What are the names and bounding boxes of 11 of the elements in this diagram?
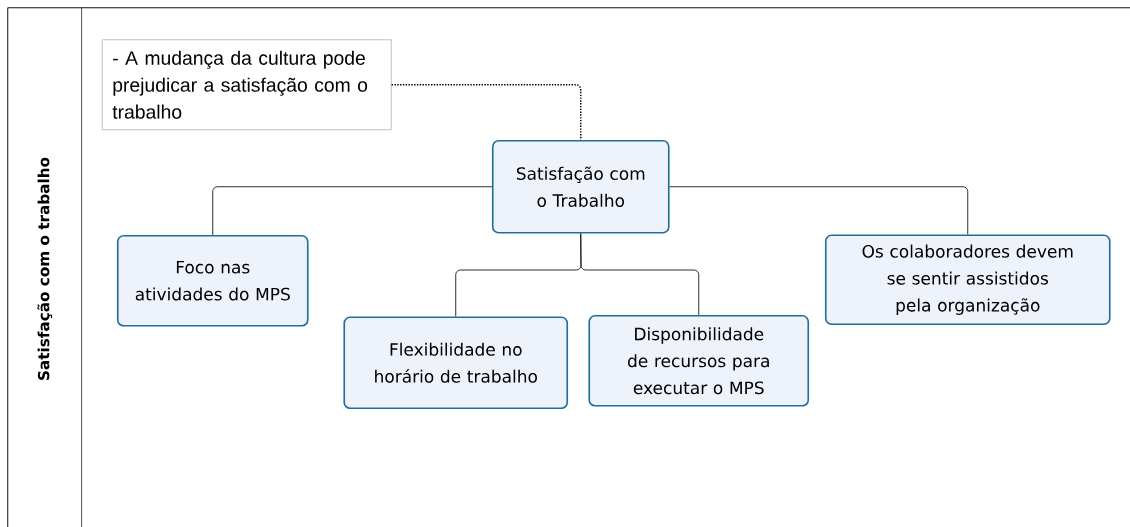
topic-box: Os colaboradores devem se sentir assistidos pela organização [824, 234, 1111, 326]
note-box: - A mudança da cultura pode prejudicar a satisfação com o trabalho [101, 39, 392, 131]
connector [669, 186, 969, 235]
lane-title: Satisfação com o trabalho [37, 157, 53, 380]
connector [580, 233, 700, 316]
connector [390, 84, 582, 141]
topic-box: Flexibilidade no horário de trabalho [343, 316, 569, 410]
connector [212, 186, 493, 236]
topic-box: Foco nas atividades do MPS [116, 234, 309, 327]
topic-box: Disponibilidade de recursos para executar o MPS [588, 314, 810, 407]
topic-box: Satisfação com o Trabalho [491, 139, 670, 234]
